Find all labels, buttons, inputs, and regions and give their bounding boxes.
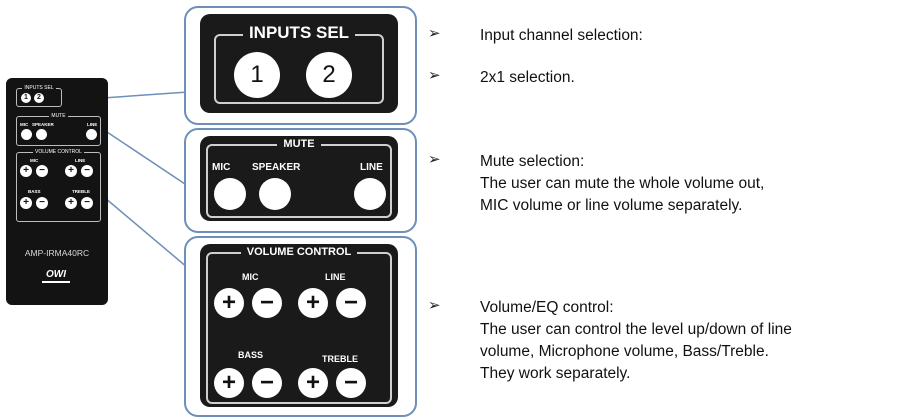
remote-mute-mic-button: [21, 129, 32, 140]
remote-volume-section: VOLUME CONTROL MIC LINE + − + − BASS TRE…: [16, 149, 101, 222]
volume-panel-title: VOLUME CONTROL: [240, 246, 358, 258]
mute-panel: MUTE MIC SPEAKER LINE: [200, 136, 398, 221]
bass-plus-button: +: [214, 368, 244, 398]
mute-panel-title: MUTE: [277, 138, 321, 150]
input-1-button: 1: [234, 52, 280, 98]
remote-volume-bass-label: BASS: [28, 189, 41, 194]
inputs-description-1: Input channel selection:: [480, 27, 643, 44]
remote-volume-treble-label: TREBLE: [72, 189, 90, 194]
inputs-panel-title: INPUTS SEL: [242, 23, 356, 42]
bullet-arrow-icon: ➢: [428, 25, 441, 42]
mute-panel-box: MUTE: [206, 138, 392, 218]
treble-minus-button: −: [336, 368, 366, 398]
remote-bass-plus-button: +: [20, 197, 32, 209]
remote-mute-speaker-button: [36, 129, 47, 140]
line-plus-button: +: [298, 288, 328, 318]
remote-mute-speaker-label: SPEAKER: [32, 122, 54, 127]
remote-input-1-button: 1: [21, 93, 31, 103]
remote-volume-line-label: LINE: [75, 158, 86, 163]
mute-mic-label: MIC: [212, 162, 231, 173]
inputs-panel-box: INPUTS SEL: [214, 23, 384, 104]
mute-description: Mute selection: The user can mute the wh…: [480, 153, 765, 214]
remote-mute-line-label: LINE: [87, 122, 98, 127]
remote-input-2-button: 2: [34, 93, 44, 103]
remote-volume-title: VOLUME CONTROL: [33, 149, 84, 155]
remote-mute-mic-label: MIC: [20, 122, 29, 127]
remote-line-minus-button: −: [81, 165, 93, 177]
mute-line-label: LINE: [360, 162, 383, 173]
remote-model-label: AMP-IRMA40RC: [24, 248, 90, 258]
bullet-arrow-icon: ➢: [428, 297, 441, 314]
volume-panel: VOLUME CONTROL MIC LINE + − + − BASS TRE…: [200, 244, 398, 407]
volume-mic-label: MIC: [242, 272, 259, 282]
mute-speaker-button: [259, 178, 291, 210]
mute-mic-button: [214, 178, 246, 210]
mute-speaker-label: SPEAKER: [252, 162, 301, 173]
bullet-arrow-icon: ➢: [428, 151, 441, 168]
mute-callout-frame: MUTE MIC SPEAKER LINE: [184, 128, 417, 233]
bass-minus-button: −: [252, 368, 282, 398]
remote-control: INPUTS SEL 1 2 MUTE MIC SPEAKER LINE VOL…: [6, 78, 108, 305]
remote-bass-minus-button: −: [36, 197, 48, 209]
volume-treble-label: TREBLE: [322, 354, 358, 364]
remote-mic-plus-button: +: [20, 165, 32, 177]
input-2-button: 2: [306, 52, 352, 98]
inputs-panel: INPUTS SEL 1 2: [200, 14, 398, 113]
remote-treble-plus-button: +: [65, 197, 77, 209]
remote-line-plus-button: +: [65, 165, 77, 177]
remote-mute-line-button: [86, 129, 97, 140]
volume-description: Volume/EQ control: The user can control …: [480, 299, 792, 382]
remote-mute-section: MUTE MIC SPEAKER LINE: [16, 113, 101, 146]
mic-minus-button: −: [252, 288, 282, 318]
line-minus-button: −: [336, 288, 366, 318]
remote-inputs-title: INPUTS SEL: [22, 85, 56, 91]
mute-line-button: [354, 178, 386, 210]
remote-mic-minus-button: −: [36, 165, 48, 177]
bullet-arrow-icon: ➢: [428, 67, 441, 84]
volume-line-label: LINE: [325, 272, 346, 282]
remote-volume-mic-label: MIC: [30, 158, 39, 163]
remote-logo: OWI: [42, 270, 70, 283]
volume-bass-label: BASS: [238, 350, 264, 360]
inputs-callout-frame: INPUTS SEL 1 2: [184, 6, 417, 125]
volume-panel-box: VOLUME CONTROL: [206, 246, 392, 404]
remote-logo-text: OWI: [46, 269, 66, 280]
inputs-description-2: 2x1 selection.: [480, 69, 575, 86]
mic-plus-button: +: [214, 288, 244, 318]
remote-inputs-section: INPUTS SEL 1 2: [16, 85, 62, 107]
remote-mute-title: MUTE: [49, 113, 68, 119]
volume-callout-frame: VOLUME CONTROL MIC LINE + − + − BASS TRE…: [184, 236, 417, 417]
treble-plus-button: +: [298, 368, 328, 398]
remote-treble-minus-button: −: [81, 197, 93, 209]
